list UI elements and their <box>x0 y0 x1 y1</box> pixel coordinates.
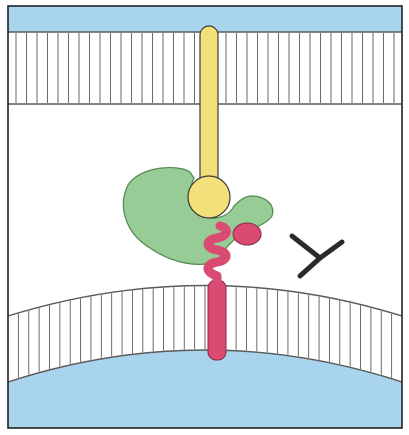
receptor-stalk-head <box>188 176 230 218</box>
anchored-protein-stem <box>208 280 226 360</box>
anchored-protein-head <box>233 223 261 245</box>
bottom-membrane <box>8 286 402 429</box>
receptor-stalk-rod <box>200 26 218 194</box>
